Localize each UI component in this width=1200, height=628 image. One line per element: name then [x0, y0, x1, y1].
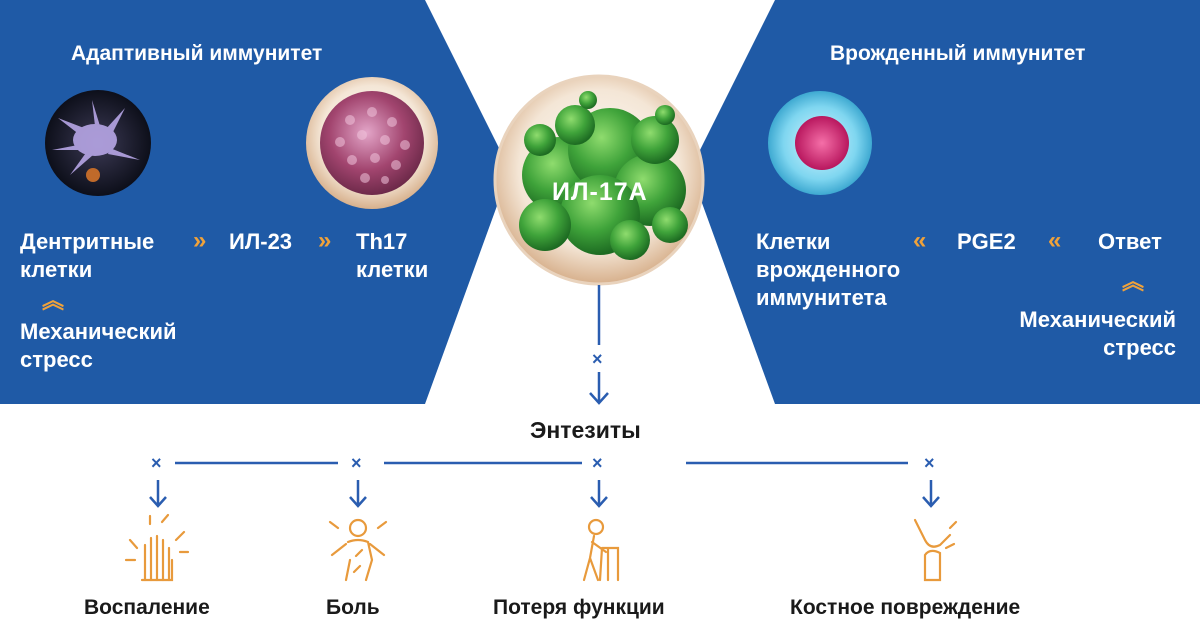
dendritic-cells-line1: Дентритные: [20, 229, 155, 254]
center-connector: [589, 285, 609, 405]
pain-body-icon: [328, 518, 388, 582]
chevron-right-icon: »: [318, 227, 332, 254]
outcome-function-loss-label: Потеря функции: [493, 596, 665, 619]
dendritic-cells-line2: клетки: [20, 257, 93, 282]
pge2-label: PGE2: [957, 229, 1016, 254]
outcome-bone-damage-label: Костное повреждение: [790, 596, 1021, 619]
innate-cells-line2: врожденного: [756, 257, 901, 282]
blocked-cross-icon: ×: [592, 453, 603, 473]
right-stress-line1: Механический: [1019, 307, 1176, 332]
il17a-molecule-image: [493, 74, 705, 286]
response-label: Ответ: [1098, 229, 1162, 254]
blocked-cross-icon: ×: [924, 453, 935, 473]
walker-elderly-icon: [582, 518, 620, 582]
inflamed-hand-icon: [124, 513, 190, 582]
chevron-left-icon: «: [913, 227, 927, 254]
chevron-up-icon: ︽: [1122, 269, 1145, 294]
left-stress-line2: стресс: [20, 347, 93, 372]
innate-cell-image: [768, 91, 872, 195]
left-mechanical-stress-label: Механический стресс: [20, 318, 177, 374]
knee-joint-icon: [913, 518, 958, 582]
th17-cells-label: Th17 клетки: [356, 228, 428, 284]
outcome-arrows: [149, 480, 940, 508]
right-stress-line2: стресс: [1103, 335, 1176, 360]
outcome-inflammation-label: Воспаление: [84, 596, 210, 619]
chevron-left-icon: «: [1048, 227, 1062, 254]
chevron-right-icon: »: [193, 227, 207, 254]
entheses-label: Энтезиты: [530, 417, 641, 443]
right-mechanical-stress-label: Механический стресс: [976, 306, 1176, 362]
blocked-cross-icon: ×: [151, 453, 162, 473]
th17-line1: Th17: [356, 229, 408, 254]
dendritic-cell-image: [45, 90, 151, 196]
innate-cells-label: Клетки врожденного иммунитета: [756, 228, 900, 312]
left-stress-line1: Механический: [20, 319, 177, 344]
blocked-cross-icon: ×: [351, 453, 362, 473]
chevron-up-icon: ︽: [42, 288, 65, 313]
outcome-pain-label: Боль: [326, 596, 380, 619]
dendritic-cells-label: Дентритные клетки: [20, 228, 154, 284]
blocked-cross-icon: ×: [592, 349, 603, 369]
innate-immunity-title: Врожденный иммунитет: [830, 42, 1086, 65]
th17-cell-image: [306, 77, 438, 209]
il17a-label: ИЛ-17А: [552, 178, 648, 206]
innate-cells-line1: Клетки: [756, 229, 831, 254]
il23-label: ИЛ-23: [229, 229, 293, 254]
adaptive-immunity-title: Адаптивный иммунитет: [71, 42, 323, 65]
innate-cells-line3: иммунитета: [756, 285, 887, 310]
th17-line2: клетки: [356, 257, 429, 282]
